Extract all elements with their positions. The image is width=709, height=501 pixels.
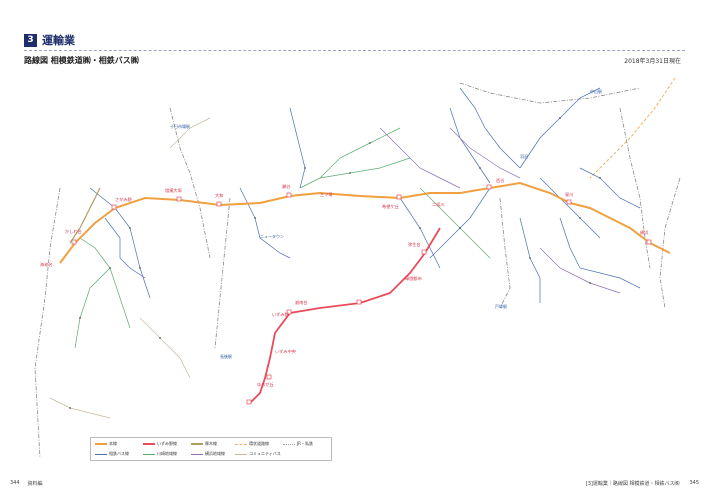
legend-label: コミュニティバス <box>249 451 281 456</box>
bus-routes-purple <box>379 127 621 294</box>
footer-right: [3]運輸業｜路線図 相模鉄道・相鉄バス㈱ 345 <box>586 480 699 487</box>
legend-item: 厚木線 <box>191 441 217 447</box>
area-labels: 十日市場駅 ニュータウン 中山駅 長後駅 戸塚駅 羽沢 <box>170 88 602 359</box>
station-label: 横浜 <box>640 229 648 236</box>
map-legend: 本線 いずみ野線 厚木線 環状道路線 JR・私鉄 相鉄バス線 川崎地域線 横浜 <box>90 437 332 461</box>
legend-label: いずみ野線 <box>157 441 177 446</box>
community-bus-routes <box>49 117 211 419</box>
area-label: 戸塚駅 <box>495 303 507 309</box>
legend-label: 横浜地域線 <box>205 451 225 456</box>
as-of-date: 2018年3月31日現在 <box>624 58 681 65</box>
station-label: 大和 <box>215 192 223 199</box>
legend-label: 厚木線 <box>205 441 217 446</box>
legend-item: 環状道路線 <box>235 441 269 447</box>
legend-swatch <box>235 443 247 445</box>
station-label: 緑園都市 <box>405 275 422 282</box>
station-label: さがみ野 <box>115 196 133 203</box>
bus-stop-dots <box>69 117 601 409</box>
station-label: いずみ中央 <box>275 348 297 355</box>
legend-swatch <box>191 443 203 445</box>
station-label: 海老名 <box>40 261 53 268</box>
station-label: 二俣川 <box>432 201 445 208</box>
area-label: 十日市場駅 <box>170 123 190 129</box>
atsugi-line <box>69 187 101 244</box>
station-label: 相模大塚 <box>165 187 183 194</box>
legend-swatch <box>143 443 155 445</box>
station-label: 星川 <box>565 192 573 197</box>
legend-item: 横浜地域線 <box>191 451 225 457</box>
main-line <box>59 181 671 264</box>
legend-swatch <box>95 453 107 455</box>
chapter-title: 運輸業 <box>42 34 75 47</box>
area-label: 長後駅 <box>220 353 232 359</box>
area-label: 羽沢 <box>520 153 528 159</box>
footer-left: 344 資料編 <box>10 480 43 487</box>
station-label: 西谷 <box>496 177 505 184</box>
izumino-line <box>249 227 441 404</box>
legend-swatch <box>235 453 247 455</box>
station-label: 湘南台 <box>295 299 308 306</box>
station-label: 瀬谷 <box>282 183 291 190</box>
legend-label: 川崎地域線 <box>157 451 177 456</box>
legend-label: 環状道路線 <box>249 441 269 446</box>
header-divider <box>24 50 685 51</box>
route-map: 海老名 かしわ台 さがみ野 相模大塚 大和 瀬谷 希望ケ丘 二俣川 西谷 星川 … <box>20 68 690 478</box>
legend-label: JR・私鉄 <box>297 441 313 446</box>
legend-label: 本線 <box>109 441 117 446</box>
page-number-right: 345 <box>689 480 699 486</box>
station-label: ゆめが丘 <box>257 381 274 388</box>
legend-item: コミュニティバス <box>235 451 281 457</box>
area-label: 中山駅 <box>590 88 602 94</box>
jr-lines <box>34 82 681 459</box>
legend-item: 相鉄バス線 <box>95 451 129 457</box>
station-markers <box>71 184 652 405</box>
legend-swatch <box>191 453 203 455</box>
map-title: 路線図 相模鉄道㈱・相鉄バス㈱ <box>24 56 139 65</box>
legend-swatch <box>143 453 155 455</box>
legend-item: 本線 <box>95 441 117 447</box>
legend-label: 相鉄バス線 <box>109 451 129 456</box>
footer-right-title: [3]運輸業｜路線図 相模鉄道・相鉄バス㈱ <box>585 481 680 487</box>
station-label: かしわ台 <box>65 228 82 235</box>
chapter-number-badge: 3 <box>24 33 37 47</box>
area-label: ニュータウン <box>260 233 284 239</box>
legend-item: JR・私鉄 <box>283 441 313 447</box>
route-map-svg: 海老名 かしわ台 さがみ野 相模大塚 大和 瀬谷 希望ケ丘 二俣川 西谷 星川 … <box>34 77 681 459</box>
page-number-left: 344 <box>10 480 20 486</box>
ring-road-line <box>589 77 676 179</box>
legend-swatch <box>95 443 107 445</box>
station-label: いずみ野 <box>272 311 290 318</box>
station-labels: 海老名 かしわ台 さがみ野 相模大塚 大和 瀬谷 希望ケ丘 二俣川 西谷 星川 … <box>40 177 648 388</box>
legend-item: 川崎地域線 <box>143 451 177 457</box>
legend-item: いずみ野線 <box>143 441 177 447</box>
legend-swatch <box>283 443 295 445</box>
chapter-header: 3 運輸業 <box>24 33 75 47</box>
footer-left-title: 資料編 <box>27 481 43 487</box>
station-label: 弥生台 <box>408 241 421 248</box>
station-label: 三ツ境 <box>320 191 333 198</box>
station-label: 希望ケ丘 <box>382 203 399 210</box>
